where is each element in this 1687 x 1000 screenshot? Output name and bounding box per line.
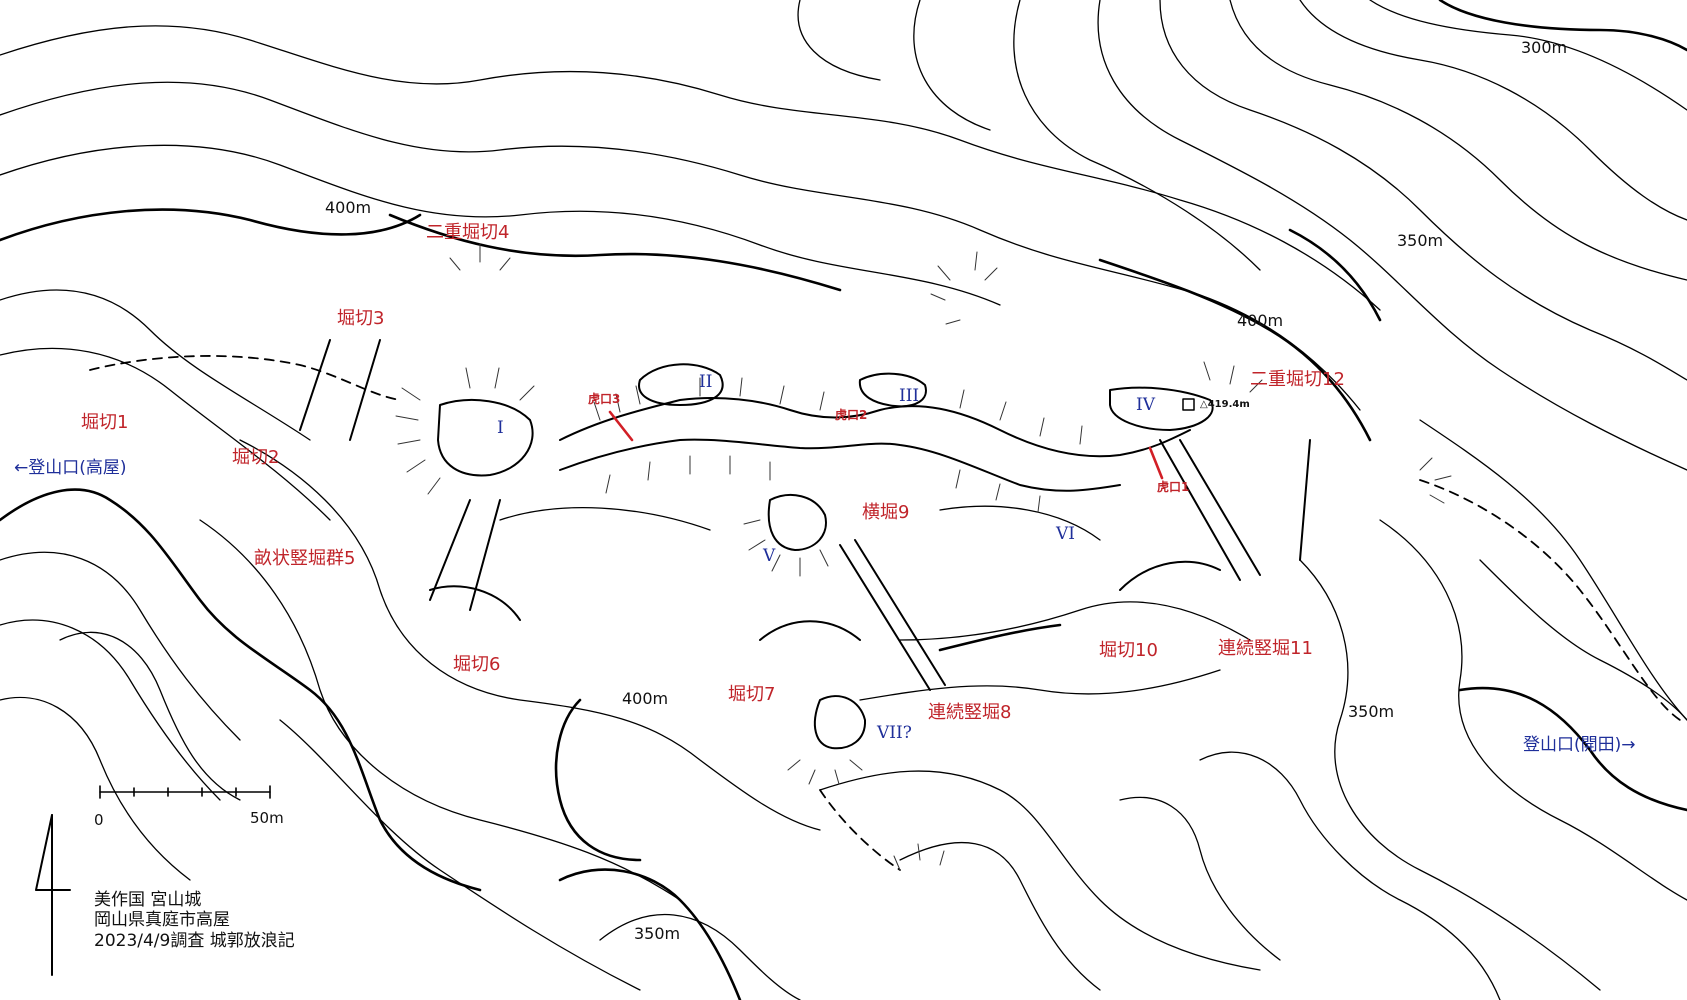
feature-horikiri-2: 堀切2 <box>232 447 280 468</box>
summit-marker <box>1182 398 1195 411</box>
bailey-6: VI <box>1056 524 1075 544</box>
caption-castle-name: 美作国 宮山城 <box>94 890 202 910</box>
map-caption: 美作国 宮山城 岡山県真庭市高屋 2023/4/9調査 城郭放浪記 <box>94 890 295 951</box>
gate-1: 虎口1 <box>1157 480 1190 494</box>
feature-double-horikiri-4: 二重堀切4 <box>426 222 510 243</box>
castle-outline <box>437 363 1214 750</box>
contour-label-400-s: 400m <box>622 689 669 708</box>
scale-bar-end: 50m <box>250 809 284 827</box>
caption-survey-note: 2023/4/9調査 城郭放浪記 <box>94 930 295 951</box>
contour-label-400-nw: 400m <box>325 198 372 217</box>
gate-3: 虎口3 <box>588 392 621 406</box>
bailey-1: I <box>497 418 504 438</box>
slope-hachures <box>395 243 1452 871</box>
north-arrow-lines <box>35 814 71 976</box>
contour-label-350-ne: 350m <box>1397 231 1444 250</box>
feature-yokobori-9: 横堀9 <box>862 502 910 523</box>
contour-label-350-s: 350m <box>634 924 681 943</box>
trenches <box>299 339 1311 691</box>
feature-horikiri-10: 堀切10 <box>1099 640 1158 661</box>
feature-horikiri-1: 堀切1 <box>81 412 129 433</box>
bailey-5: V <box>763 546 776 566</box>
caption-location: 岡山県真庭市高屋 <box>94 910 230 931</box>
feature-horikiri-7: 堀切7 <box>728 684 776 705</box>
gate-2: 虎口2 <box>835 408 868 422</box>
feature-tatebori-group-5: 畝状竪堀群5 <box>254 548 356 569</box>
feature-double-horikiri-12: 二重堀切12 <box>1250 369 1345 390</box>
feature-tatebori-8: 連続竪堀8 <box>928 702 1012 723</box>
gate-marks <box>608 410 1164 480</box>
bailey-4: IV <box>1136 395 1155 415</box>
contour-label-300-ne: 300m <box>1521 38 1568 57</box>
contour-label-400-ne: 400m <box>1237 311 1284 330</box>
bailey-7: VII? <box>877 723 912 743</box>
bailey-2: II <box>699 372 713 392</box>
feature-horikiri-6: 堀切6 <box>453 654 501 675</box>
contour-label-350-se: 350m <box>1348 702 1395 721</box>
scale-bar-lines <box>99 785 271 799</box>
trail-paths <box>89 355 1681 871</box>
bailey-3: III <box>899 386 920 406</box>
feature-tatebori-11: 連続竪堀11 <box>1218 638 1313 659</box>
feature-horikiri-3: 堀切3 <box>337 308 385 329</box>
trailhead-east: 登山口(開田)→ <box>1523 735 1636 755</box>
trailhead-west: ←登山口(高屋) <box>14 458 127 478</box>
summit-elevation: △419.4m <box>1200 399 1250 410</box>
scale-bar-start: 0 <box>94 811 104 829</box>
